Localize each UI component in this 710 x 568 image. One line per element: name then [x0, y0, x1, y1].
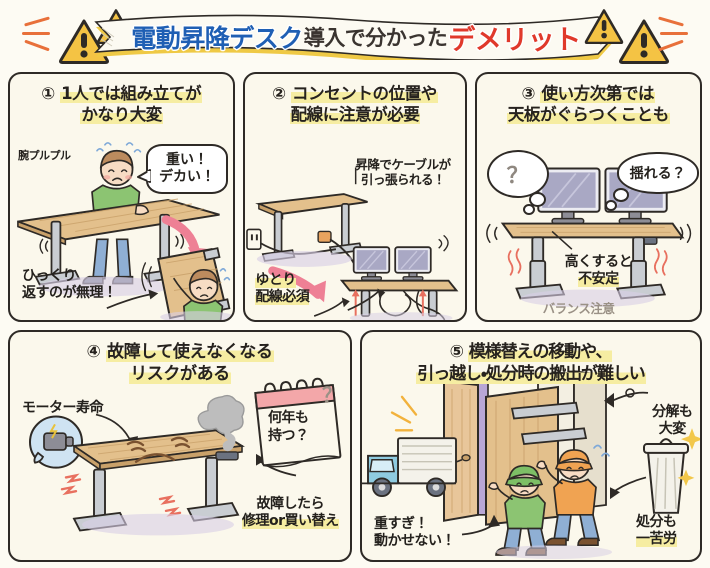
card-3-thought-dot-small-right	[604, 200, 617, 211]
card-4-number: ④	[86, 342, 101, 362]
card-5-number: ⑤	[449, 342, 464, 362]
card-2-title: ② コンセントの位置や 配線に注意が必要	[245, 74, 464, 128]
card-4-label-motor: モーター寿命	[22, 400, 104, 416]
card-3-thought-dot-large	[528, 192, 546, 207]
card-2-cable-line1: 昇降でケーブルが	[355, 157, 451, 172]
card-4-illustration	[10, 332, 350, 560]
card-5-title: ⑤ 模様替えの移動や、 引っ越し・処分時の搬出が難しい	[362, 332, 700, 387]
card-2-label-slack: ゆとり 配線必須	[255, 272, 310, 305]
card-5-dispose-line2: 一苦労	[636, 530, 677, 547]
card-2-outlet-wiring[interactable]: ② コンセントの位置や 配線に注意が必要	[243, 72, 467, 322]
title-red-text: デメリット	[448, 24, 581, 56]
ribbon-shape	[92, 12, 620, 60]
card-4-calendar-question-mark: ？	[322, 383, 342, 407]
card-5-heavy-line1: 重すぎ！	[374, 516, 429, 532]
card-1-title: ① 1人では組み立てが かなり大変	[10, 74, 233, 128]
title-dark-text: 導入で分かった	[303, 26, 448, 50]
card-5-moving-disposal[interactable]: ⑤ 模様替えの移動や、 引っ越し・処分時の搬出が難しい	[360, 330, 702, 562]
spark-lines-right	[648, 16, 690, 54]
card-5-label-dispose: 処分も 一苦労	[636, 514, 677, 547]
card-1-label-flip: ひっくり 返すのが無理！	[22, 268, 117, 301]
card-3-high-line1: 高くすると	[564, 254, 633, 270]
card-4-label-broken: 故障したら 修理or買い替え	[242, 496, 339, 529]
card-4-title-line1: 故障して使えなくなる	[106, 342, 274, 362]
card-4-calendar-line2: 持つ？	[268, 427, 309, 444]
card-1-speech-bubble: 重い！ デカい！	[137, 144, 228, 194]
card-3-thought-dot-large-right	[612, 188, 629, 202]
title-blue-text: 電動昇降デスク	[131, 24, 303, 53]
card-5-title-line2: 引っ越し・処分時の搬出が難しい	[416, 364, 646, 385]
card-5-title-line1: 模様替えの移動や、	[467, 342, 612, 362]
card-5-label-disassemble: 分解も 大変	[652, 404, 693, 437]
card-2-title-line1: コンセントの位置や	[291, 84, 438, 103]
card-5-disassemble-line1: 分解も	[652, 404, 693, 420]
card-3-wobble[interactable]: ③ 使い方次第では 天板がぐらつくことも	[474, 72, 702, 322]
card-3-title: ③ 使い方次第では 天板がぐらつくことも	[477, 74, 700, 128]
card-3-high-line2: 不安定	[578, 270, 619, 287]
card-1-number: ①	[41, 84, 55, 103]
card-4-title: ④ 故障して使えなくなる リスクがある	[10, 332, 350, 387]
card-4-calendar-line1: 何年も	[268, 410, 309, 426]
card-1-illustration	[10, 74, 234, 320]
card-2-slack-line2: 配線必須	[255, 288, 310, 305]
card-1-bubble-line2: デカい！	[159, 169, 215, 185]
card-2-label-cable: 昇降でケーブルが 引っ張られる！	[355, 157, 451, 188]
spark-lines-left	[22, 16, 66, 54]
card-2-number: ②	[272, 84, 286, 103]
card-3-label-high: 高くすると 不安定	[565, 254, 633, 287]
card-3-thought-question: ？	[486, 150, 549, 198]
card-2-slack-line1: ゆとり	[255, 272, 296, 288]
card-3-number: ③	[521, 84, 536, 103]
card-3-thought-dot-small	[522, 204, 535, 215]
card-1-assembly[interactable]: ① 1人では組み立てが かなり大変	[8, 72, 236, 322]
card-4-label-calendar: 何年も 持つ？	[268, 410, 309, 445]
card-4-broken-line1: 故障したら	[256, 496, 325, 512]
card-3-label-balance: バランス注意	[542, 301, 615, 316]
card-5-disassemble-line2: 大変	[658, 420, 687, 437]
card-2-cable-line2: 引っ張られる！	[360, 171, 446, 187]
card-4-broken-line2: 修理or買い替え	[242, 512, 339, 529]
card-2-illustration	[245, 74, 464, 320]
card-1-bubble-line1: 重い！	[166, 152, 208, 169]
page-title: 電動昇降デスク 導入で分かった デメリット	[100, 16, 612, 58]
card-3-thought-shake: 揺れる？	[616, 152, 699, 194]
card-4-title-line2: リスクがある	[129, 364, 231, 385]
card-1-flip-line1: ひっくり	[22, 268, 77, 284]
card-5-dispose-line1: 処分も	[636, 514, 677, 530]
card-2-title-line2: 配線に注意が必要	[289, 105, 421, 125]
header-banner: 電動昇降デスク 導入で分かった デメリット	[0, 0, 710, 70]
card-1-flip-line2: 返すのが無理！	[22, 284, 117, 301]
cards-row-top: ① 1人では組み立てが かなり大変	[8, 72, 702, 322]
card-3-question-mark: ？	[506, 164, 529, 189]
card-3-shake-text: 揺れる？	[629, 166, 686, 182]
cards-row-bottom: ④ 故障して使えなくなる リスクがある	[8, 330, 702, 562]
card-5-label-heavy: 重すぎ！ 動かせない！	[374, 516, 456, 549]
card-3-title-line1: 使い方次第では	[540, 84, 656, 103]
card-3-title-line2: 天板がぐらつくことも	[506, 105, 670, 125]
card-4-breakdown-risk[interactable]: ④ 故障して使えなくなる リスクがある	[8, 330, 352, 562]
card-5-illustration	[362, 332, 700, 560]
card-5-heavy-line2: 動かせない！	[374, 532, 456, 549]
card-1-label-arm: 腕プルプル	[18, 149, 71, 162]
card-1-title-line2: かなり大変	[80, 105, 163, 125]
card-1-title-line1: 1人では組み立てが	[60, 84, 203, 103]
